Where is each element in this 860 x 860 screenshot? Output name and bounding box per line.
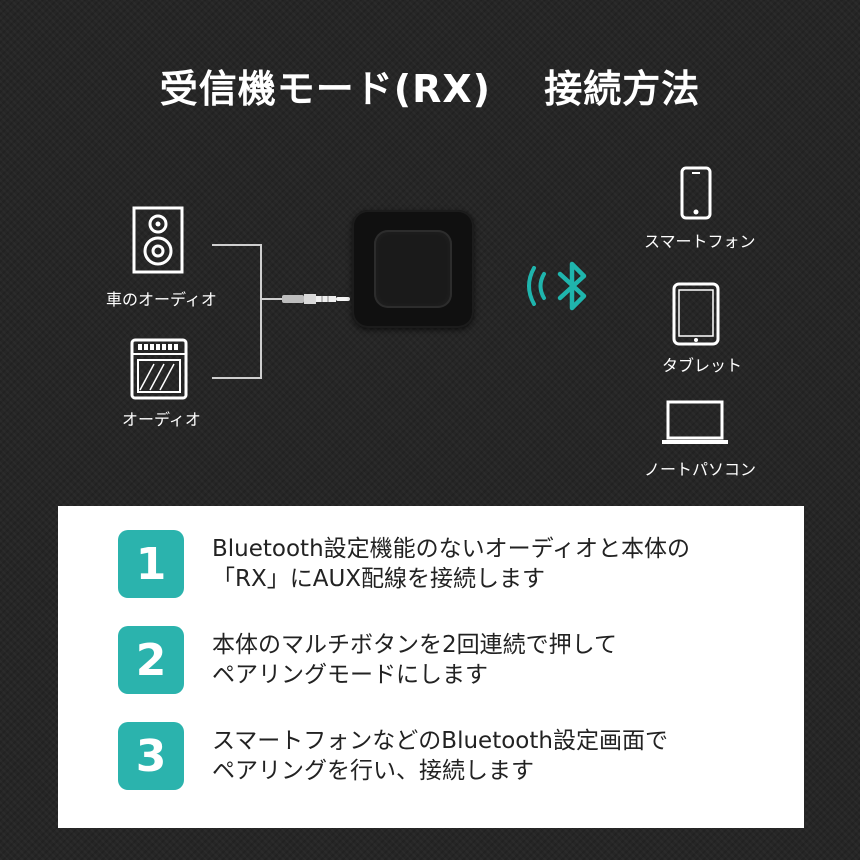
step-line: 「RX」にAUX配線を接続します xyxy=(212,566,546,592)
step-text: Bluetooth設定機能のないオーディオと本体の 「RX」にAUX配線を接続し… xyxy=(212,534,772,594)
device-label-audio: オーディオ xyxy=(122,410,201,429)
device-label-car-audio: 車のオーディオ xyxy=(106,290,217,309)
smartphone-icon xyxy=(680,166,712,220)
cable-line xyxy=(260,244,262,379)
page-title: 受信機モード(RX) 接続方法 xyxy=(159,67,701,111)
step-number-badge: 1 xyxy=(118,530,184,598)
step-line: ペアリングを行い、接続します xyxy=(212,758,534,784)
step-item: 1 Bluetooth設定機能のないオーディオと本体の 「RX」にAUX配線を接… xyxy=(118,530,778,602)
tablet-icon xyxy=(672,282,720,346)
step-text: スマートフォンなどのBluetooth設定画面で ペアリングを行い、接続します xyxy=(212,726,772,786)
step-line: スマートフォンなどのBluetooth設定画面で xyxy=(212,728,668,754)
step-item: 2 本体のマルチボタンを2回連続で押して ペアリングモードにします xyxy=(118,626,778,698)
aux-plug-icon xyxy=(282,294,350,304)
amplifier-icon xyxy=(130,338,188,400)
step-line: Bluetooth設定機能のないオーディオと本体の xyxy=(212,536,691,562)
multi-button xyxy=(374,230,452,308)
device-label-laptop: ノートパソコン xyxy=(644,460,757,479)
step-text: 本体のマルチボタンを2回連続で押して ペアリングモードにします xyxy=(212,630,772,690)
laptop-icon xyxy=(662,400,728,444)
step-number-badge: 2 xyxy=(118,626,184,694)
cable-line xyxy=(212,244,262,246)
steps-panel: 1 Bluetooth設定機能のないオーディオと本体の 「RX」にAUX配線を接… xyxy=(58,506,804,828)
cable-line xyxy=(212,377,262,379)
device-label-smartphone: スマートフォン xyxy=(644,232,756,251)
bluetooth-icon xyxy=(527,261,587,311)
step-line: ペアリングモードにします xyxy=(212,662,488,688)
receiver-device xyxy=(352,210,474,328)
device-label-tablet: タブレット xyxy=(662,356,743,375)
cable-line xyxy=(262,298,284,300)
speaker-icon xyxy=(132,206,184,274)
step-item: 3 スマートフォンなどのBluetooth設定画面で ペアリングを行い、接続しま… xyxy=(118,722,778,794)
step-line: 本体のマルチボタンを2回連続で押して xyxy=(212,632,617,658)
step-number-badge: 3 xyxy=(118,722,184,790)
